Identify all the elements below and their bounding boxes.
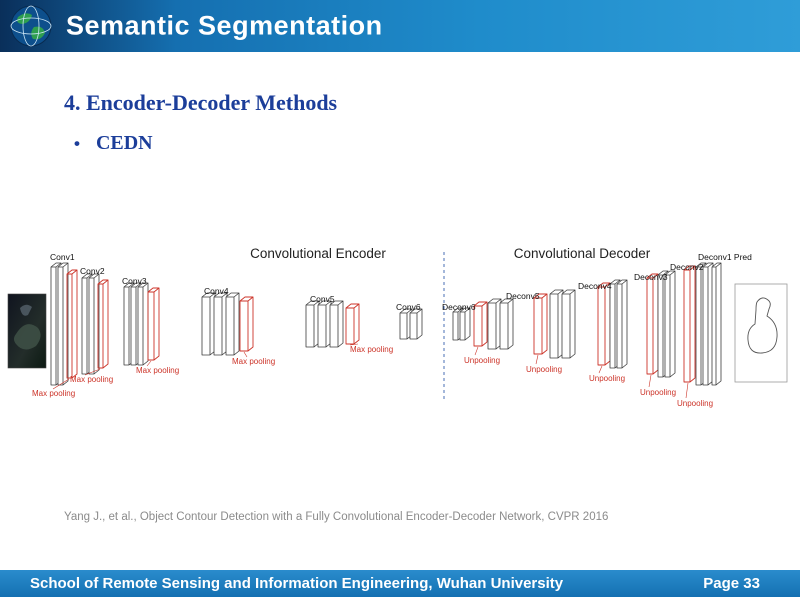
layer-label-conv5: Conv5 [310,294,335,304]
conv-box [305,300,320,348]
conv-box [616,279,628,369]
bullet-item: • CEDN [74,132,153,155]
layer-label-conv6: Conv6 [396,302,421,312]
layer-label-deconv6: Deconv6 [442,302,476,312]
bullet-dot: • [74,134,80,153]
footer-affiliation: School of Remote Sensing and Information… [30,575,564,592]
citation: Yang J., et al., Object Contour Detectio… [64,511,609,523]
decoder-layer-labels: Deconv6 Deconv5 Deconv4 Deconv3 Deconv2 … [442,252,752,312]
max-pooling-label: Max pooling [70,375,113,384]
conv-box [549,289,564,359]
slide-header: Semantic Segmentation [0,0,800,52]
cedn-architecture-diagram: Convolutional Encoder Convolutional Deco… [7,246,788,408]
unpooling-label: Unpooling [526,365,562,374]
pooling-box [345,303,360,345]
input-image [7,293,47,369]
conv-box [88,273,100,375]
conv-box [329,300,344,348]
max-pooling-labels: Max pooling Max pooling Max pooling Max … [32,345,393,398]
conv-box [499,298,514,350]
pooling-leader-lines [52,343,689,399]
max-pooling-label: Max pooling [232,357,275,366]
layer-label-deconv3: Deconv3 [634,272,668,282]
pooling-box [473,301,488,347]
conv-box [225,292,240,356]
conv-box [561,289,576,359]
conv-box [201,292,216,356]
layer-label-deconv2: Deconv2 [670,262,704,272]
unpooling-labels: Unpooling Unpooling Unpooling Unpooling … [464,356,713,408]
slide-title: Semantic Segmentation [66,10,383,41]
pooling-box [683,265,696,383]
encoder-title: Convolutional Encoder [250,246,386,261]
pooling-box [66,269,78,379]
layer-label-conv2: Conv2 [80,266,105,276]
conv-box [409,308,423,340]
conv-box [664,270,676,378]
unpooling-label: Unpooling [677,399,713,408]
unpooling-label: Unpooling [640,388,676,397]
pooling-box [239,296,254,352]
footer-page-number: Page 33 [703,575,760,592]
max-pooling-label: Max pooling [350,345,393,354]
conv-box [487,298,502,350]
conv-box [317,300,332,348]
layer-label-deconv4: Deconv4 [578,281,612,291]
conv-box [711,262,722,386]
layer-label-deconv1-pred: Deconv1 Pred [698,252,752,262]
layer-label-conv3: Conv3 [122,276,147,286]
section-heading: 4. Encoder-Decoder Methods [64,90,338,115]
bullet-label: CEDN [95,132,153,154]
output-contour-image [734,283,788,383]
layer-boxes [50,262,722,386]
pooling-box [597,282,611,366]
conv-box [213,292,228,356]
layer-label-deconv5: Deconv5 [506,291,540,301]
encoder-layer-labels: Conv1 Conv2 Conv3 Conv4 Conv5 Conv6 [50,252,421,312]
pooling-box [147,287,160,361]
layer-label-conv1: Conv1 [50,252,75,262]
conv-box [702,262,714,386]
pooling-box [646,273,659,375]
unpooling-label: Unpooling [464,356,500,365]
pooling-box [533,293,548,355]
slide-footer: School of Remote Sensing and Information… [0,570,800,597]
unpooling-label: Unpooling [589,374,625,383]
decoder-title: Convolutional Decoder [514,246,651,261]
max-pooling-label: Max pooling [136,366,179,375]
globe-logo-icon [10,5,52,47]
pooling-box [97,279,109,369]
conv-box [57,262,69,386]
max-pooling-label: Max pooling [32,389,75,398]
conv-box [459,307,471,341]
layer-label-conv4: Conv4 [204,286,229,296]
conv-box [137,282,149,366]
